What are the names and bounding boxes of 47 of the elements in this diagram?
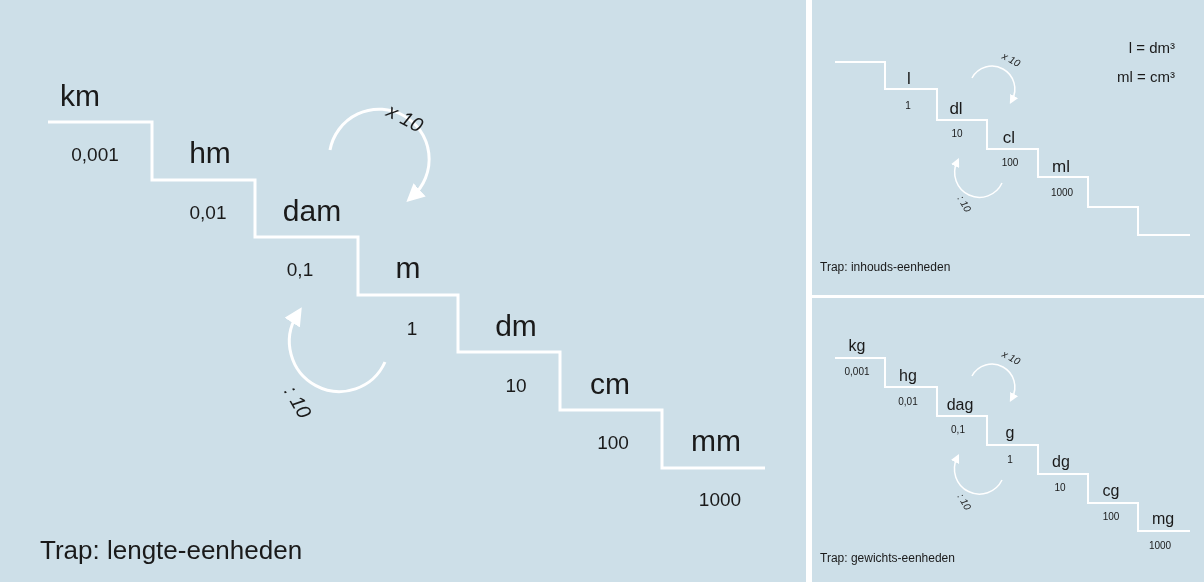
unit-label: hm xyxy=(189,138,231,168)
conversion-factor: 0,1 xyxy=(286,259,314,279)
unit-label: cg xyxy=(1102,483,1120,499)
conversion-factor: 10 xyxy=(505,375,527,395)
unit-label: mm xyxy=(691,426,741,456)
panel-title: Trap: gewichts-eenheden xyxy=(820,552,955,564)
unit-label: hg xyxy=(899,368,917,384)
panel-title: Trap: inhouds-eenheden xyxy=(820,261,951,273)
conversion-factor: 0,01 xyxy=(189,202,227,222)
conversion-factor: 100 xyxy=(1001,158,1019,168)
formula-text: ml = cm³ xyxy=(1117,68,1175,84)
unit-label: km xyxy=(60,81,100,111)
conversion-factor: 100 xyxy=(1102,512,1120,522)
conversion-factor: 0,001 xyxy=(844,367,870,377)
operation-label: : 10 xyxy=(281,382,315,422)
unit-label: dam xyxy=(282,196,342,226)
unit-label: dag xyxy=(946,397,974,413)
conversion-factor: 1000 xyxy=(1050,188,1074,198)
unit-label: l xyxy=(907,69,911,87)
unit-label: cl xyxy=(1002,128,1016,146)
conversion-factor: 1000 xyxy=(698,489,742,509)
conversion-factor: 100 xyxy=(597,432,629,452)
conversion-factor: 10 xyxy=(1054,483,1066,493)
conversion-factor: 1 xyxy=(1007,455,1013,465)
unit-label: dl xyxy=(949,99,963,117)
conversion-factor: 1000 xyxy=(1148,541,1172,551)
operation-label: : 10 xyxy=(955,492,973,512)
unit-label: m xyxy=(395,253,421,283)
unit-label: ml xyxy=(1052,157,1070,175)
unit-label: g xyxy=(1005,425,1015,441)
conversion-factor: 0,001 xyxy=(71,144,119,164)
operation-label: : 10 xyxy=(955,194,973,214)
conversion-factor: 1 xyxy=(905,101,911,111)
unit-label: kg xyxy=(848,338,866,354)
unit-label: dm xyxy=(495,311,537,341)
formula-text: l = dm³ xyxy=(1128,39,1175,55)
operation-label: x 10 xyxy=(1000,349,1022,367)
unit-label: cm xyxy=(590,369,630,399)
unit-label: mg xyxy=(1151,511,1175,527)
conversion-factor: 0,01 xyxy=(898,397,918,407)
operation-label: x 10 xyxy=(1000,51,1022,69)
unit-label: dg xyxy=(1052,454,1070,470)
conversion-factor: 1 xyxy=(406,318,418,338)
conversion-factor: 0,1 xyxy=(951,425,965,435)
conversion-factor: 10 xyxy=(951,129,963,139)
operation-label: x 10 xyxy=(383,100,427,136)
panel-title: Trap: lengte-eenheden xyxy=(40,537,303,563)
